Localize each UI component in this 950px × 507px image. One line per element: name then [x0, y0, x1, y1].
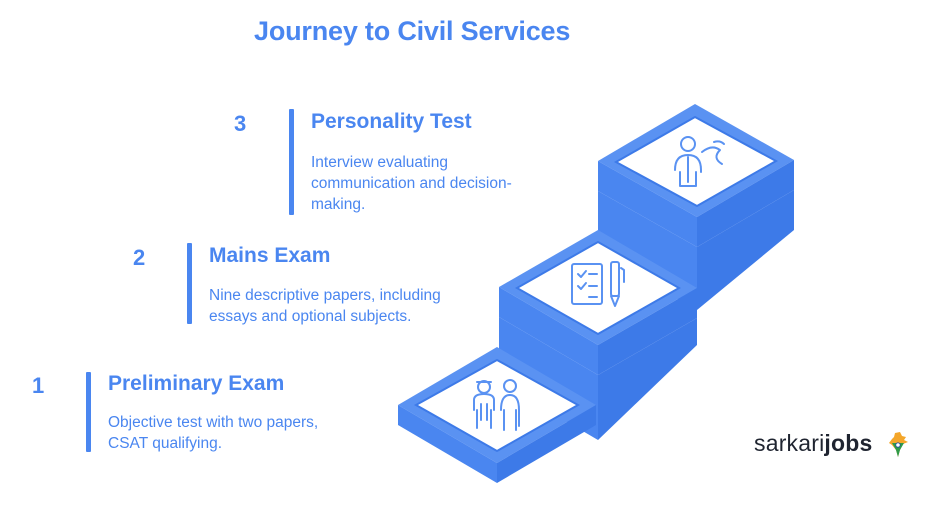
person-with-guide-icon — [473, 379, 520, 431]
step-1-face — [413, 358, 581, 453]
riser-2-3-side — [697, 190, 794, 310]
checklist-pen-icon — [571, 261, 625, 307]
stage-2-number: 2 — [133, 245, 146, 270]
stage-3-title: Personality Test — [311, 110, 472, 133]
step-2-right-side — [598, 288, 697, 375]
stage-3-description: Interview evaluating communication and d… — [311, 154, 512, 213]
step-3-face — [613, 115, 779, 208]
step-3-right-side — [697, 160, 794, 247]
stage-1-bar — [86, 372, 91, 452]
india-map-icon — [889, 432, 908, 457]
stage-1-description: Objective test with two papers, CSAT qua… — [108, 414, 319, 452]
stage-2-title: Mains Exam — [209, 244, 331, 267]
step-2-front — [499, 287, 598, 375]
step-1-front — [398, 405, 497, 483]
brand-text-sarkari: sarkari — [754, 430, 825, 456]
step-3-front — [598, 161, 697, 247]
diagram-title: Journey to Civil Services — [254, 16, 571, 46]
stage-3-bar — [289, 109, 294, 215]
stage-3-number: 3 — [234, 111, 247, 136]
brand-text-jobs: jobs — [824, 430, 873, 456]
stage-2-bar — [187, 243, 192, 324]
stage-1-title: Preliminary Exam — [108, 372, 285, 395]
interview-person-icon — [674, 136, 725, 187]
stage-1-number: 1 — [32, 373, 45, 398]
brand-logo: sarkarijobs — [754, 430, 873, 457]
step-2-face — [514, 240, 682, 336]
riser-1-2-side — [598, 318, 697, 440]
staircase-steps — [398, 104, 794, 483]
stage-2-description: Nine descriptive papers, including essay… — [209, 287, 441, 325]
step-1-right-side — [497, 405, 596, 483]
